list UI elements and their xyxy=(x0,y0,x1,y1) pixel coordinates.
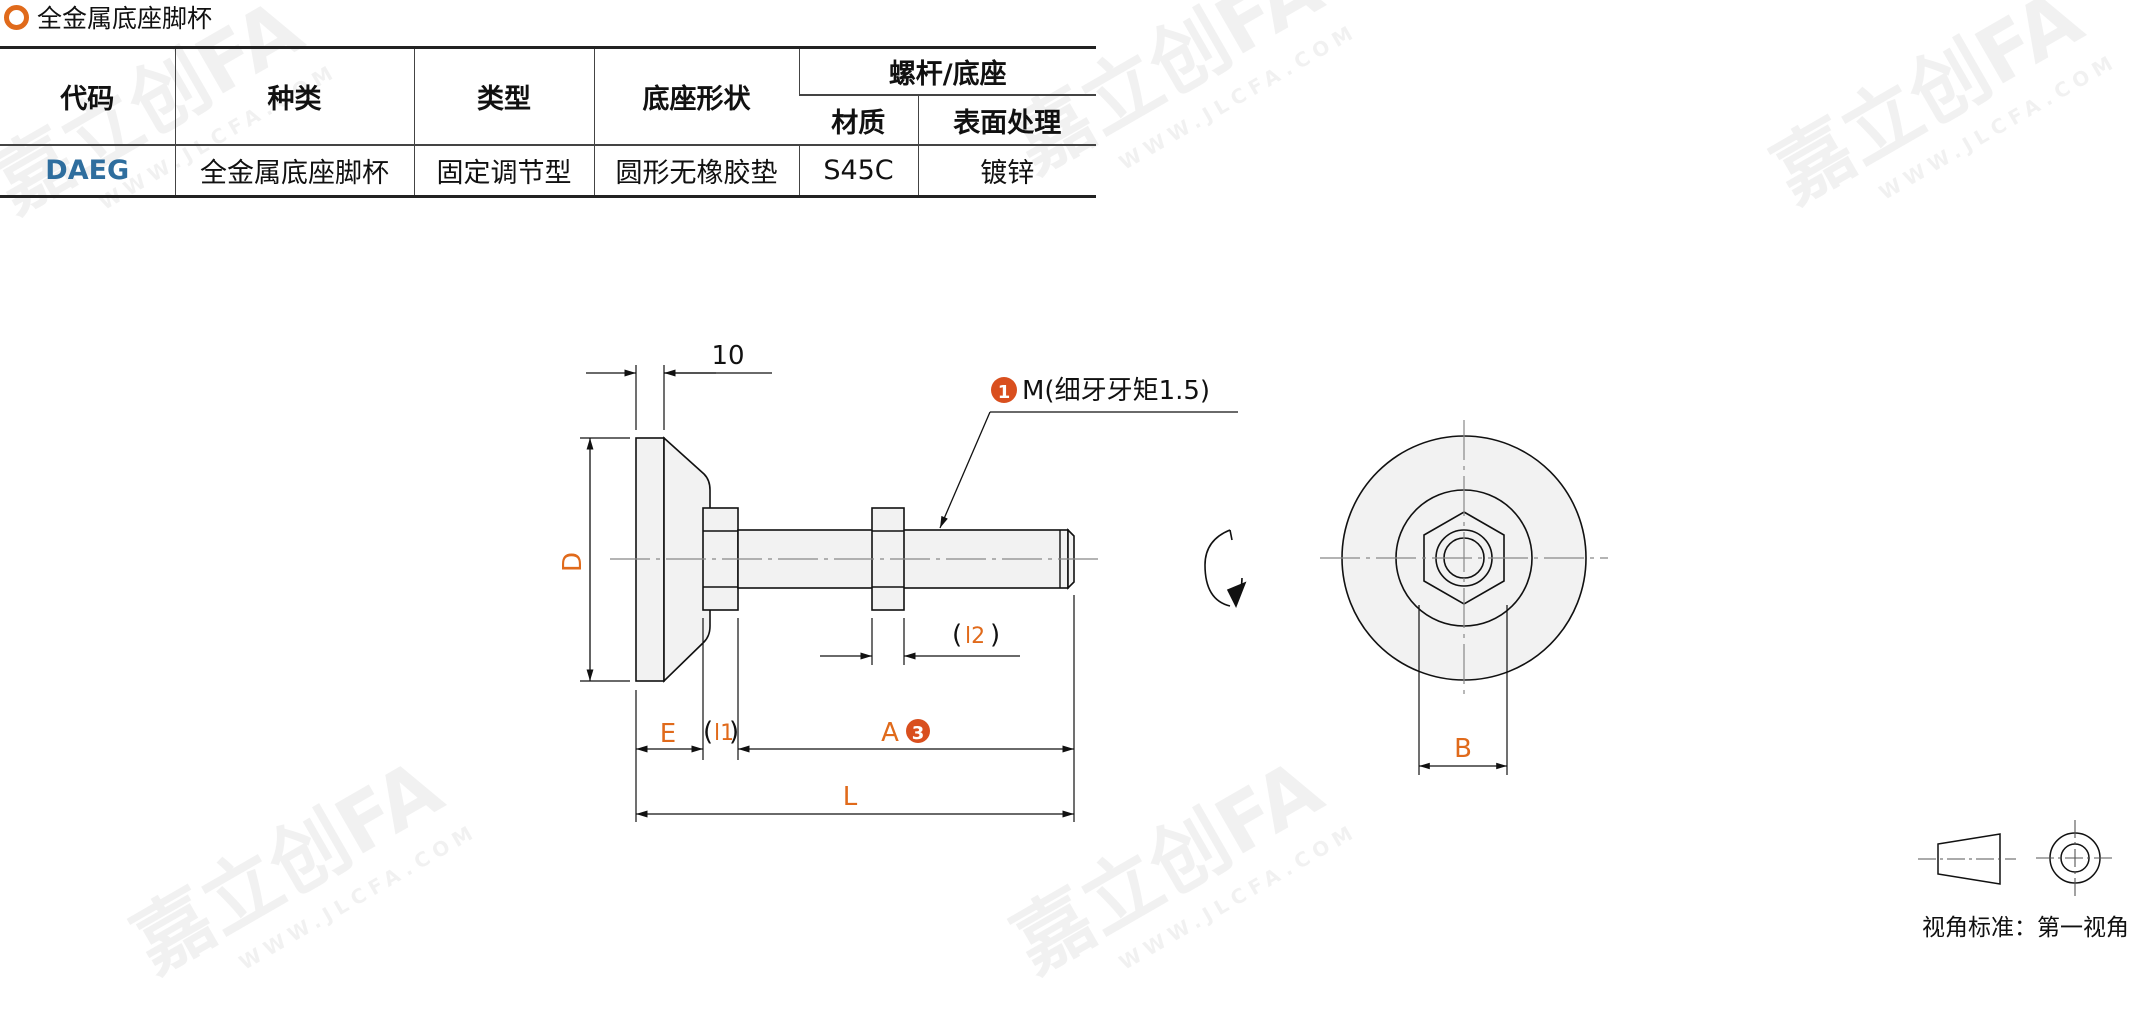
dim-l1-paren-open: ( xyxy=(703,717,713,747)
dim-l2-paren-close: ) xyxy=(990,620,1000,650)
dim-l1-label: l1 xyxy=(714,721,734,746)
callout-3-icon xyxy=(906,719,930,743)
circle-bullet-icon xyxy=(4,4,29,30)
callout-1-text: M(细牙牙矩1.5) xyxy=(1022,376,1210,406)
spec-table: 代码 种类 类型 底座形状 螺杆/底座 材质 表面处理 DAEG 全金属底座脚杯… xyxy=(0,46,1096,198)
view-standard-note: 视角标准：第一视角 xyxy=(1922,915,2129,941)
table-row: DAEG 全金属底座脚杯 固定调节型 圆形无橡胶垫 S45C 镀锌 xyxy=(0,145,1096,197)
header-type: 类型 xyxy=(413,47,594,146)
dim-E-label: E xyxy=(660,719,676,749)
page-title: 全金属底座脚杯 xyxy=(4,0,212,34)
dim-B-label: B xyxy=(1454,734,1472,764)
dim-D-label: D xyxy=(558,552,588,572)
dim-l2-label: l2 xyxy=(965,624,985,649)
callout-3-num: 3 xyxy=(912,723,925,744)
cell-surface: 镀锌 xyxy=(917,145,1096,197)
header-surface: 表面处理 xyxy=(917,95,1096,146)
header-kind: 种类 xyxy=(174,47,414,146)
dim-10-label: 10 xyxy=(711,341,744,371)
header-group: 螺杆/底座 xyxy=(798,47,1096,96)
header-material: 材质 xyxy=(799,95,918,146)
technical-drawing: 10 D E ( l1 ) A 3 L ( l2 ) 1 M(细牙牙矩1.5) xyxy=(558,341,2116,898)
cell-type: 固定调节型 xyxy=(413,145,594,197)
cell-material: S45C xyxy=(798,145,918,197)
cell-code: DAEG xyxy=(45,155,130,186)
dim-l1-paren-close: ) xyxy=(729,717,739,747)
header-code: 代码 xyxy=(0,47,175,146)
dim-l2-paren-open: ( xyxy=(952,620,962,650)
dim-A-label: A xyxy=(881,718,899,748)
dim-L-label: L xyxy=(843,782,858,812)
header-base-shape: 底座形状 xyxy=(593,47,799,146)
cell-kind: 全金属底座脚杯 xyxy=(174,145,414,197)
cell-base-shape: 圆形无橡胶垫 xyxy=(593,145,799,197)
rotation-arrow-icon xyxy=(1204,529,1247,608)
title-text: 全金属底座脚杯 xyxy=(37,4,213,33)
callout-1-num: 1 xyxy=(998,382,1011,403)
callout-1-icon xyxy=(991,377,1017,403)
